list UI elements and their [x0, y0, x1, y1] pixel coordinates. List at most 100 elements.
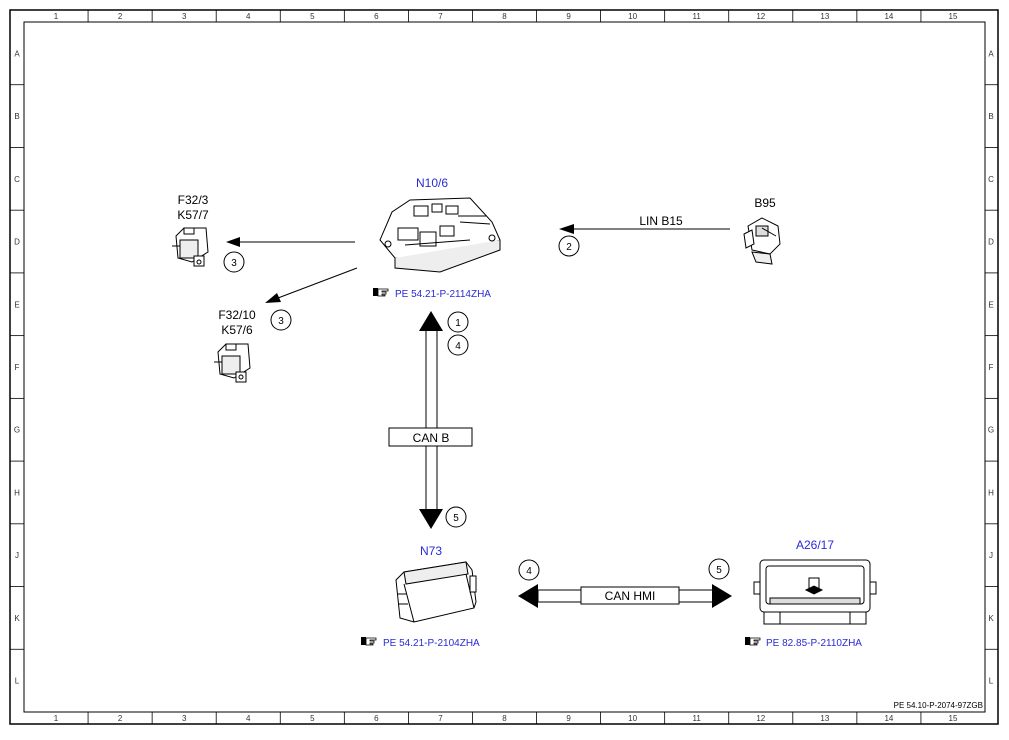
- marker-relay1-3: 3: [223, 251, 245, 273]
- grid-row-label-right: G: [988, 426, 994, 435]
- grid-row-label-left: H: [14, 488, 20, 497]
- n73-label: N73: [420, 544, 442, 558]
- hand-pointer-icon: [373, 288, 389, 297]
- grid-row-label-right: E: [988, 300, 993, 309]
- arrowhead-f32-10: [265, 293, 281, 303]
- arrowhead-lin: [559, 224, 574, 234]
- grid-row-label-left: A: [14, 49, 20, 58]
- can-hmi-label: CAN HMI: [605, 589, 656, 603]
- grid-column-label-bottom: 13: [820, 714, 829, 723]
- grid-column-label-bottom: 15: [949, 714, 958, 723]
- grid-row-label-left: G: [14, 426, 20, 435]
- a26-17-unit-icon: [753, 559, 877, 625]
- grid-row-label-right: F: [989, 363, 994, 372]
- f32-3-label: F32/3: [178, 193, 209, 207]
- grid-column-label-top: 8: [502, 12, 507, 21]
- grid-column-label-top: 3: [182, 12, 187, 21]
- hand-pointer-icon: [361, 637, 377, 646]
- ref-n10-6-text: PE 54.21-P-2114ZHA: [395, 289, 491, 300]
- n10-6-module-icon: [379, 197, 501, 273]
- b95-sensor-icon: [743, 217, 781, 265]
- grid-column-label-top: 2: [118, 12, 123, 21]
- can-b-bus: [425, 329, 438, 511]
- grid-column-label-bottom: 10: [628, 714, 637, 723]
- grid-column-label-top: 6: [374, 12, 379, 21]
- marker-can-hmi-5: 5: [708, 558, 730, 580]
- ref-a26-17-text: PE 82.85-P-2110ZHA: [766, 638, 862, 649]
- ref-n73-text: PE 54.21-P-2104ZHA: [383, 638, 480, 649]
- grid-row-label-left: K: [14, 614, 20, 623]
- grid-column-label-bottom: 8: [502, 714, 507, 723]
- marker-can-hmi-4: 4: [518, 559, 540, 581]
- grid-column-label-top: 5: [310, 12, 315, 21]
- marker-can-b-1: 1: [447, 311, 469, 333]
- grid-column-label-top: 7: [438, 12, 443, 21]
- grid-column-label-top: 10: [628, 12, 637, 21]
- grid-row-label-right: A: [988, 49, 994, 58]
- grid-row-label-right: C: [988, 175, 994, 184]
- grid-labels: 1122334455667788991010111112121313141415…: [14, 12, 994, 723]
- inner-frame: [23, 21, 986, 713]
- grid-row-label-right: K: [988, 614, 994, 623]
- grid-column-label-top: 14: [884, 12, 893, 21]
- grid-column-label-bottom: 11: [693, 714, 702, 723]
- grid-column-label-bottom: 12: [756, 714, 765, 723]
- grid-column-label-top: 15: [949, 12, 958, 21]
- a26-17-label: A26/17: [796, 538, 834, 552]
- svg-text:3: 3: [278, 316, 284, 327]
- svg-text:2: 2: [566, 242, 572, 253]
- grid-column-label-bottom: 3: [182, 714, 187, 723]
- grid-row-label-left: E: [14, 300, 19, 309]
- n10-6-label: N10/6: [416, 176, 448, 190]
- grid-row-label-right: H: [988, 488, 994, 497]
- marker-lin-2: 2: [558, 235, 580, 257]
- grid-column-label-top: 1: [54, 12, 59, 21]
- svg-text:5: 5: [716, 565, 722, 576]
- grid-row-label-left: F: [15, 363, 20, 372]
- grid-column-label-bottom: 5: [310, 714, 315, 723]
- can-hmi-label-box: [580, 586, 680, 605]
- grid-column-label-bottom: 7: [438, 714, 443, 723]
- marker-can-b-4: 4: [447, 334, 469, 356]
- grid-column-label-top: 11: [693, 12, 702, 21]
- grid-row-label-left: B: [14, 112, 19, 121]
- ref-link-a26-17[interactable]: PE 82.85-P-2110ZHA: [745, 637, 862, 649]
- grid-column-label-top: 4: [246, 12, 251, 21]
- ref-link-n10-6[interactable]: PE 54.21-P-2114ZHA: [373, 288, 491, 300]
- marker-relay2-3: 3: [270, 309, 292, 331]
- grid-column-label-bottom: 6: [374, 714, 379, 723]
- svg-text:4: 4: [526, 566, 532, 577]
- grid-row-label-right: D: [988, 238, 994, 247]
- can-b-arrow-up: [419, 311, 443, 331]
- grid-row-label-right: B: [988, 112, 993, 121]
- grid-column-label-bottom: 1: [54, 714, 59, 723]
- hand-pointer-icon: [745, 637, 761, 646]
- grid-row-label-right: J: [989, 551, 993, 560]
- can-b-label-box: [388, 427, 473, 447]
- grid-column-label-top: 13: [820, 12, 829, 21]
- grid-ticks: [10, 10, 998, 724]
- svg-text:1: 1: [455, 318, 461, 329]
- ref-link-n73[interactable]: PE 54.21-P-2104ZHA: [361, 637, 480, 649]
- arrowhead-f32-3: [226, 237, 240, 247]
- b95-label: B95: [754, 196, 776, 210]
- f32-10-label: F32/10: [218, 308, 256, 322]
- svg-text:4: 4: [455, 341, 461, 352]
- grid-row-label-left: J: [15, 551, 19, 560]
- k57-6-label: K57/6: [221, 323, 253, 337]
- grid-column-label-top: 9: [566, 12, 571, 21]
- can-hmi-arrow-right: [712, 584, 732, 608]
- marker-can-b-5: 5: [445, 506, 467, 528]
- grid-column-label-bottom: 2: [118, 714, 123, 723]
- outer-frame: [9, 9, 999, 725]
- f32-10-relay-icon: [214, 343, 251, 383]
- grid-row-label-left: L: [15, 677, 20, 686]
- grid-row-label-left: C: [14, 175, 20, 184]
- grid-column-label-top: 12: [756, 12, 765, 21]
- k57-7-label: K57/7: [177, 208, 209, 222]
- grid-column-label-bottom: 4: [246, 714, 251, 723]
- svg-text:5: 5: [453, 513, 459, 524]
- svg-text:3: 3: [231, 258, 237, 269]
